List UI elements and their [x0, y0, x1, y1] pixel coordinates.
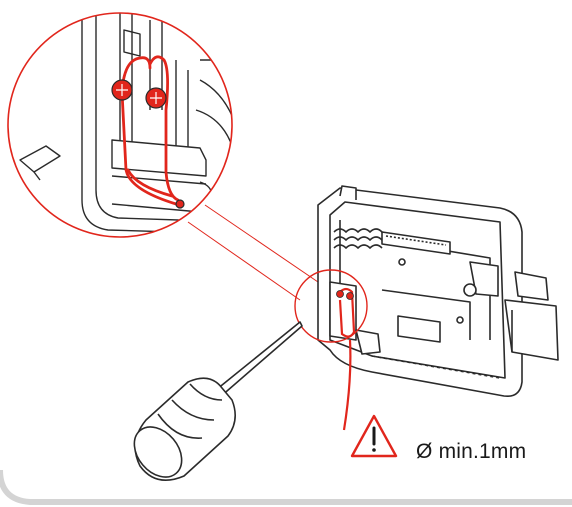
zoom-detail — [8, 13, 232, 237]
frame-corner — [0, 469, 572, 505]
lock-body — [317, 185, 559, 398]
warning-triangle-icon — [350, 414, 398, 458]
magnifier-target-circle — [294, 269, 368, 343]
screws-on-lock — [336, 290, 354, 300]
wire-on-lock — [338, 287, 356, 431]
wire-diameter-label: Ø min.1mm — [416, 440, 527, 463]
zoom-circle-outline — [7, 12, 233, 238]
magnifier-connectors — [187, 204, 319, 301]
screwdriver — [133, 321, 303, 482]
zoom-screws — [111, 79, 185, 209]
